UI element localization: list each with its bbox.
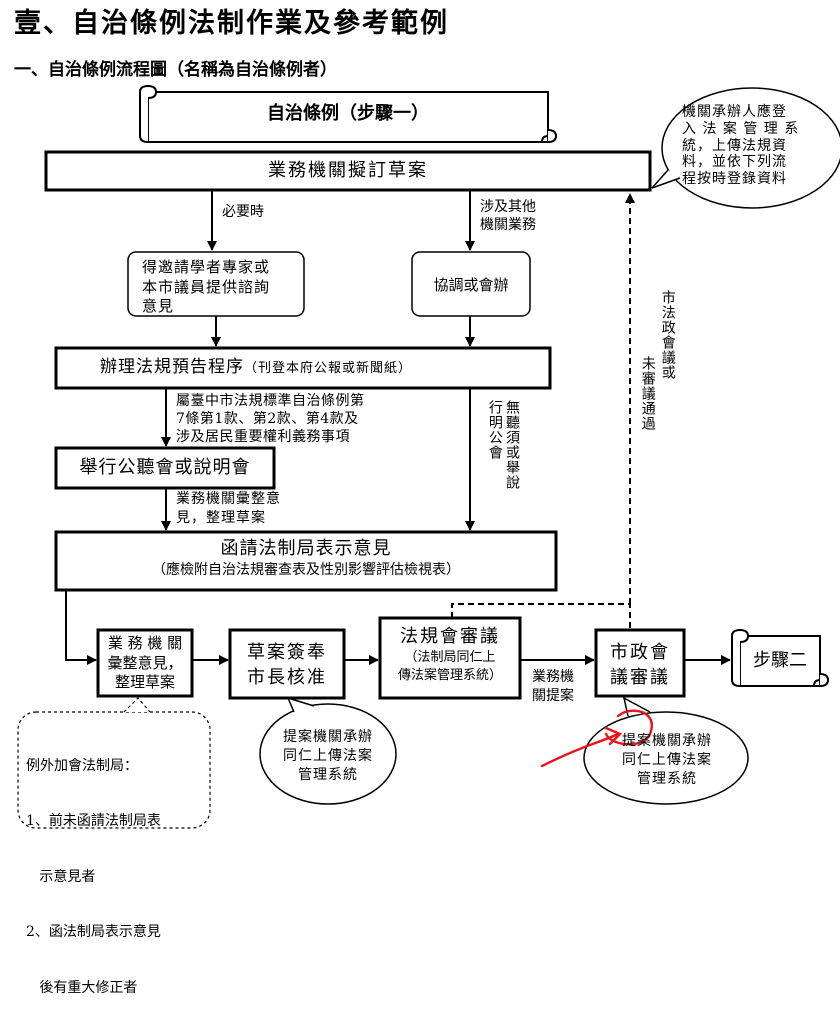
no-hearing-text: 無聽須或舉說行明公會 xyxy=(486,400,520,490)
compile-box-line: 彙整意見， xyxy=(107,653,183,672)
other-agency-label: 涉及其他 機關業務 xyxy=(480,198,536,234)
flowchart-graphics xyxy=(17,85,840,829)
red-annotation xyxy=(540,709,653,768)
bubble-mid-line: 提案機關承辦 xyxy=(283,729,373,745)
compile-line: 見，整理草案 xyxy=(176,509,266,526)
other-agency-line: 涉及其他 xyxy=(480,199,536,215)
bubble-right-line: 提案機關承辦 xyxy=(622,733,712,749)
scroll-end-shape xyxy=(731,629,830,687)
experts-line: 本市議員提供諮詢 xyxy=(142,277,271,296)
bubble-top-line: 料，並依下列流 xyxy=(682,154,787,171)
standard-line: 7條第1款、第2款、第4款及 xyxy=(176,411,359,428)
necessary-label: 必要時 xyxy=(222,204,264,220)
compile-box-line: 整理草案 xyxy=(114,673,175,691)
no-hearing-label: 無聽須或舉說行明公會 xyxy=(480,400,520,492)
bubble-right-line: 管理系統 xyxy=(637,770,697,787)
hearing-box xyxy=(54,446,276,490)
other-agency-line: 機關業務 xyxy=(480,217,536,234)
standard-line: 屬臺中市法規標準自治條例第 xyxy=(176,393,365,409)
hearing-label: 舉行公聽會或說明會 xyxy=(79,457,251,478)
review-note-line: 傳法案管理系統） xyxy=(397,667,502,683)
compile-line: 業務機關彙整意 xyxy=(176,491,281,507)
compile-label: 業務機關彙整意 見，整理草案 xyxy=(176,490,281,528)
bubble-top-shape xyxy=(651,87,840,209)
review-box-text: 法規會審議 （法制局同仁上 傳法案管理系統） xyxy=(380,624,520,684)
preannounce-label: 辦理法規預告程序（刊登本府公報或新聞紙） xyxy=(100,357,412,377)
request-box xyxy=(54,530,558,592)
request-note: （應檢附自治法規審查表及性別影響評估檢視表） xyxy=(152,562,460,578)
page-title: 壹、自治條例法制作業及參考範例 xyxy=(14,8,449,39)
mayor-box xyxy=(228,628,346,700)
exception-line: 例外加會法制局： xyxy=(26,757,138,774)
compile-box-text: 業 務 機 關 彙整意見， 整理草案 xyxy=(98,634,192,693)
exception-line: 後有重大修正者 xyxy=(26,979,138,996)
review-box xyxy=(378,616,522,700)
scroll-start-label: 自治條例（步驟一） xyxy=(267,103,429,124)
council-box xyxy=(594,628,686,698)
council-line: 市政會 xyxy=(610,642,670,663)
page-subtitle: 一、自治條例流程圖（名稱為自治條例者） xyxy=(14,60,337,80)
council-box-text: 市政會 議審議 xyxy=(596,640,684,690)
mayor-line: 市長核准 xyxy=(247,667,327,689)
request-main: 函請法制局表示意見 xyxy=(220,538,392,559)
bubble-top-line: 入 法 案 管 理 系 xyxy=(682,120,800,137)
mayor-line: 草案簽奉 xyxy=(247,642,327,663)
scroll-start-shape xyxy=(139,85,558,143)
review-main: 法規會審議 xyxy=(400,626,500,647)
exception-line: 示意見者 xyxy=(26,868,96,885)
compile-box-line: 業 務 機 關 xyxy=(107,634,183,652)
submit-line: 業務機 xyxy=(532,669,574,685)
draft-box xyxy=(44,150,652,192)
exception-note-shape xyxy=(17,711,211,829)
exception-line: 2、函法制局表示意見 xyxy=(26,924,161,941)
bubble-top-line: 程按時登錄資料 xyxy=(682,171,787,188)
bubble-top-line: 機關承辦人應登 xyxy=(682,104,787,120)
standard-label: 屬臺中市法規標準自治條例第 7條第1款、第2款、第4款及 涉及居民重要權利義務事… xyxy=(176,392,365,447)
council-vertical-text-2: 未審議通過 xyxy=(639,356,656,431)
review-note-line: （法制局同仁上 xyxy=(404,650,496,666)
preannounce-main: 辦理法規預告程序 xyxy=(100,357,244,377)
scroll-end-label: 步驟二 xyxy=(753,650,807,671)
submit-label: 業務機 關提案 xyxy=(532,668,574,706)
bubble-mid-line: 同仁上傳法案 xyxy=(283,747,373,764)
standard-line: 涉及居民重要權利義務事項 xyxy=(176,429,350,446)
bubble-right-line: 同仁上傳法案 xyxy=(622,751,712,768)
coordinate-label: 協調或會辦 xyxy=(433,276,509,294)
experts-line: 得邀請學者專家或 xyxy=(142,258,271,276)
experts-text: 得邀請學者專家或 本市議員提供諮詢 意見 xyxy=(142,258,270,317)
council-line: 議審議 xyxy=(610,667,670,689)
compile-box xyxy=(96,628,194,698)
council-vertical-text: 市法政會議或 xyxy=(659,290,676,380)
preannounce-box xyxy=(54,346,552,390)
bubble-mid-shape xyxy=(259,696,397,805)
bubble-right-text: 提案機關承辦 同仁上傳法案 管理系統 xyxy=(606,732,728,789)
bubble-mid-text: 提案機關承辦 同仁上傳法案 管理系統 xyxy=(272,728,384,785)
exception-note-text: 例外加會法制局： 1、前未函請法制局表 示意見者 2、函法制局表示意見 後有重大… xyxy=(26,720,161,1016)
draft-label: 業務機關擬訂草案 xyxy=(268,160,428,181)
bubble-top-line: 統，上傳法規資 xyxy=(682,137,787,154)
bubble-mid-line: 管理系統 xyxy=(298,766,358,783)
bubble-top-text: 機關承辦人應登 入 法 案 管 理 系 統，上傳法規資 料，並依下列流 程按時登… xyxy=(682,104,822,188)
exception-line: 1、前未函請法制局表 xyxy=(26,813,161,830)
experts-line: 意見 xyxy=(142,297,175,315)
submit-line: 關提案 xyxy=(532,687,574,704)
mayor-box-text: 草案簽奉 市長核准 xyxy=(230,640,344,690)
preannounce-note: （刊登本府公報或新聞紙） xyxy=(244,361,413,376)
